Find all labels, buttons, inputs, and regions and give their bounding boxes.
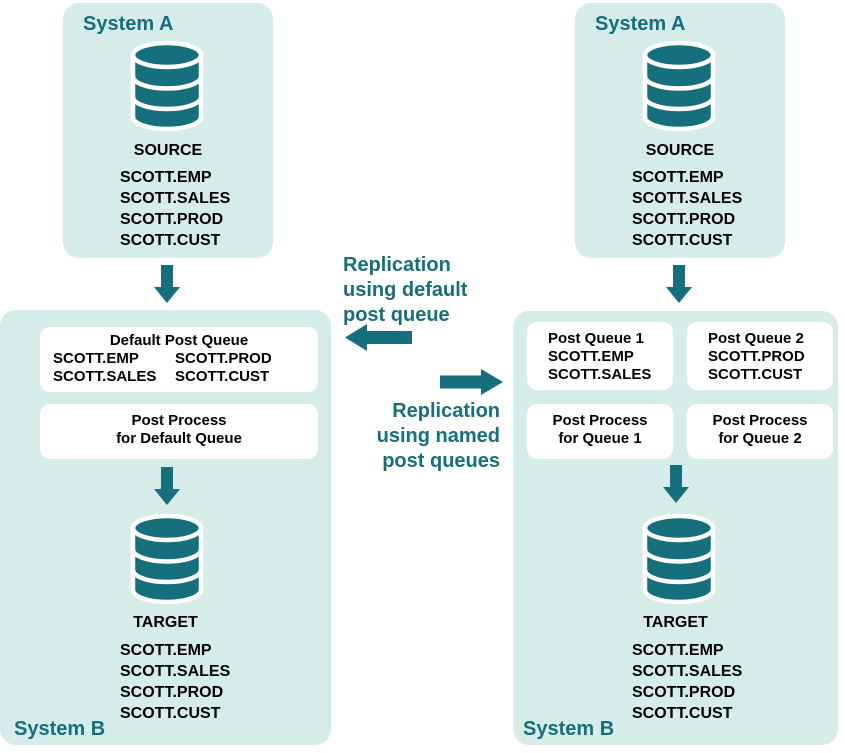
target-label: TARGET <box>133 614 198 631</box>
table-name: SCOTT.EMP <box>120 169 212 186</box>
post-queue-1-box: Post Queue 1 SCOTT.EMP SCOTT.SALES <box>527 322 673 390</box>
post-process-line: for Queue 2 <box>718 430 802 447</box>
post-process-line: Post Process <box>712 412 808 429</box>
label-line: Replication <box>343 254 451 276</box>
arrow-down-icon <box>663 465 689 503</box>
post-process-line: Post Process <box>131 412 227 429</box>
arrow-left-icon <box>345 324 412 351</box>
table-name: SCOTT.PROD <box>708 348 805 365</box>
database-icon <box>640 512 718 605</box>
post-process-default-box: Post Process for Default Queue <box>40 404 318 459</box>
table-name: SCOTT.EMP <box>53 350 139 367</box>
table-name: SCOTT.SALES <box>548 366 652 383</box>
system-b-panel-right: Post Queue 1 SCOTT.EMP SCOTT.SALES Post … <box>513 311 838 745</box>
label-line: post queues <box>382 450 500 472</box>
table-name: SCOTT.PROD <box>120 684 224 701</box>
source-label: SOURCE <box>133 142 203 159</box>
post-queue-2-box: Post Queue 2 SCOTT.PROD SCOTT.CUST <box>687 322 833 390</box>
default-post-queue-title: Default Post Queue <box>109 332 249 349</box>
table-name: SCOTT.CUST <box>175 368 270 385</box>
table-name: SCOTT.SALES <box>120 663 231 680</box>
table-name: SCOTT.CUST <box>708 366 803 383</box>
default-post-queue-box: Default Post Queue SCOTT.EMP SCOTT.PROD … <box>40 327 318 392</box>
database-icon <box>128 512 206 605</box>
arrow-down-icon <box>154 265 180 303</box>
table-name: SCOTT.CUST <box>632 232 733 249</box>
system-a-panel-right: System A SOURCE SCOTT.EMP SCOTT.SALES SC… <box>575 3 785 258</box>
system-a-panel-left: System A SOURCE SCOTT.EMP SCOTT.SALES SC… <box>63 3 273 258</box>
system-a-title: System A <box>83 13 174 35</box>
table-name: SCOTT.EMP <box>548 348 634 365</box>
post-process-queue-2-box: Post Process for Queue 2 <box>687 404 833 459</box>
table-name: SCOTT.EMP <box>632 169 724 186</box>
table-name: SCOTT.PROD <box>175 350 272 367</box>
table-name: SCOTT.PROD <box>120 211 224 228</box>
arrow-right-icon <box>440 369 503 395</box>
default-post-queue-tables: SCOTT.EMP SCOTT.PROD SCOTT.SALES SCOTT.C… <box>40 350 318 386</box>
system-b-panel-left: Default Post Queue SCOTT.EMP SCOTT.PROD … <box>0 310 331 745</box>
arrow-down-icon <box>154 467 180 505</box>
table-name: SCOTT.SALES <box>53 368 157 385</box>
label-line: using named <box>376 425 500 447</box>
label-line: using default <box>343 279 468 301</box>
table-name: SCOTT.SALES <box>632 190 743 207</box>
table-name: SCOTT.SALES <box>632 663 743 680</box>
table-name: SCOTT.EMP <box>120 642 212 659</box>
replication-default-label: Replication using default post queue <box>343 253 467 328</box>
table-name: SCOTT.CUST <box>632 705 733 722</box>
target-table-list: SCOTT.EMP SCOTT.SALES SCOTT.PROD SCOTT.C… <box>632 640 742 724</box>
source-table-list: SCOTT.EMP SCOTT.SALES SCOTT.PROD SCOTT.C… <box>120 167 230 251</box>
target-table-list: SCOTT.EMP SCOTT.SALES SCOTT.PROD SCOTT.C… <box>120 640 230 724</box>
post-queue-1-title: Post Queue 1 <box>548 330 644 347</box>
post-queue-2-title: Post Queue 2 <box>708 330 804 347</box>
label-line: Replication <box>392 400 500 422</box>
post-process-line: for Default Queue <box>116 430 242 447</box>
post-process-line: for Queue 1 <box>558 430 642 447</box>
system-b-title: System B <box>14 718 106 740</box>
table-name: SCOTT.EMP <box>632 642 724 659</box>
system-a-title: System A <box>595 13 686 35</box>
source-label: SOURCE <box>645 142 715 159</box>
table-name: SCOTT.CUST <box>120 705 221 722</box>
table-name: SCOTT.CUST <box>120 232 221 249</box>
arrow-down-icon <box>666 265 692 303</box>
table-name: SCOTT.PROD <box>632 211 736 228</box>
replication-named-label: Replication using named post queues <box>329 399 500 474</box>
post-process-queue-1-box: Post Process for Queue 1 <box>527 404 673 459</box>
source-table-list: SCOTT.EMP SCOTT.SALES SCOTT.PROD SCOTT.C… <box>632 167 742 251</box>
system-b-title: System B <box>523 718 615 740</box>
post-process-line: Post Process <box>552 412 648 429</box>
database-icon <box>128 39 206 132</box>
table-name: SCOTT.PROD <box>632 684 736 701</box>
label-line: post queue <box>343 304 450 326</box>
database-icon <box>640 39 718 132</box>
target-label: TARGET <box>643 614 708 631</box>
table-name: SCOTT.SALES <box>120 190 231 207</box>
